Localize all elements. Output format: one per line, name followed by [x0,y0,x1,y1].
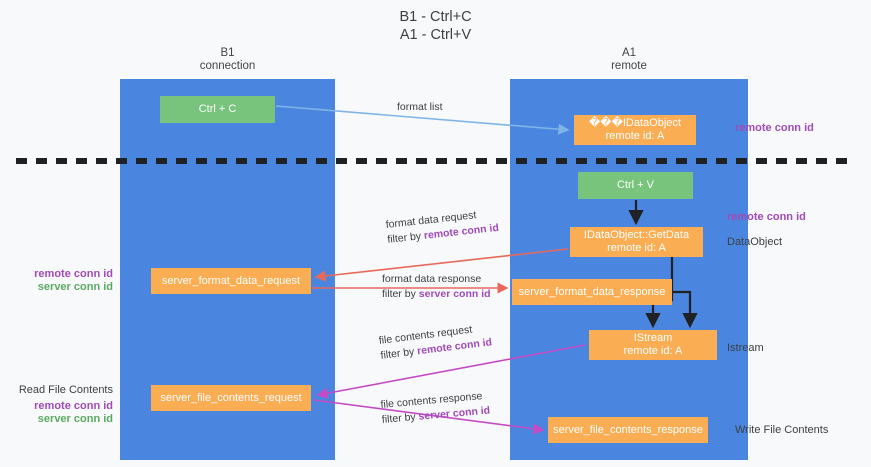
box-server-format-data-response-label: server_format_data_response [518,285,666,298]
box-server-format-data-request-label: server_format_data_request [161,274,301,287]
note-remote-conn-id-top: remote conn id [735,122,814,134]
box-server-format-data-response[interactable]: server_format_data_response [512,279,672,305]
box-idataobject-line2: remote id: A [605,130,665,142]
title-line-1: B1 - Ctrl+C [399,9,472,25]
edge-label-format-data-response-line1: format data response [382,273,482,285]
lane-header-a1: A1 remote [510,47,748,73]
box-ctrl-v-label: Ctrl + V [617,179,654,191]
note-left-server-conn-id-2: server conn id [37,413,113,425]
box-istream[interactable]: IStream remote id: A [589,330,717,360]
note-istream: Istream [727,342,764,354]
lane-header-a1-line2: remote [611,60,647,72]
edge-label-format-data-request-prefix: filter by [386,229,425,246]
edge-label-format-list: format list [397,100,443,115]
box-istream-line2: remote id: A [623,345,683,357]
box-idataobject[interactable]: ���IDataObject remote id: A [574,115,696,145]
note-left-conn-ids-1: remote conn id server conn id [0,268,113,294]
edge-label-format-list-text: format list [397,101,443,113]
edge-label-file-contents-request-prefix: filter by [379,345,418,362]
lane-header-b1: B1 connection [120,47,335,73]
arrow-file-contents-request [316,344,586,399]
box-ctrl-v[interactable]: Ctrl + V [578,172,693,199]
lane-header-a1-line1: A1 [621,47,637,59]
box-server-format-data-request[interactable]: server_format_data_request [151,268,311,294]
box-server-file-contents-response-label: server_file_contents_response [553,423,703,436]
box-ctrl-c-label: Ctrl + C [198,103,237,115]
box-istream-line1: IStream [633,332,673,344]
note-read-file-contents: Read File Contents [18,384,113,396]
note-left-server-conn-id-1: server conn id [37,281,113,293]
lane-header-b1-line1: B1 [220,47,235,59]
arrow-file-contents-response [313,399,545,435]
lane-header-b1-line2: connection [199,60,256,72]
arrow-format-list [275,105,570,135]
page-title: B1 - Ctrl+C A1 - Ctrl+V [0,8,871,44]
box-server-file-contents-response[interactable]: server_file_contents_response [548,417,708,443]
note-left-remote-conn-id-1: remote conn id [34,268,113,280]
note-left-conn-ids-2: remote conn id server conn id [0,400,113,426]
edge-label-format-data-response-prefix: filter by [382,288,419,300]
title-line-2: A1 - Ctrl+V [399,27,472,43]
edge-label-file-contents-response-prefix: filter by [381,410,420,426]
box-idataobject-getdata[interactable]: IDataObject::GetData remote id: A [570,227,703,257]
box-server-file-contents-request[interactable]: server_file_contents_request [151,385,311,411]
box-getdata-line2: remote id: A [607,242,666,254]
note-left-remote-conn-id-2: remote conn id [34,400,113,412]
arrow-format-data-request [314,248,569,282]
edge-label-format-data-response-highlight: server conn id [418,288,491,300]
edge-label-format-data-response-line2: filter by server conn id [382,287,491,302]
box-getdata-line1: IDataObject::GetData [583,229,690,241]
box-idataobject-line1: ���IDataObject [589,117,681,129]
note-dataobject: DataObject [727,236,783,248]
edge-label-format-data-response: format data response filter by server co… [382,272,491,302]
box-server-file-contents-request-label: server_file_contents_request [160,391,302,404]
arrow-response-to-istream [672,290,698,329]
note-remote-conn-id-mid: remote conn id [727,211,806,223]
note-write-file-contents: Write File Contents [735,424,829,436]
box-ctrl-c[interactable]: Ctrl + C [160,96,275,123]
